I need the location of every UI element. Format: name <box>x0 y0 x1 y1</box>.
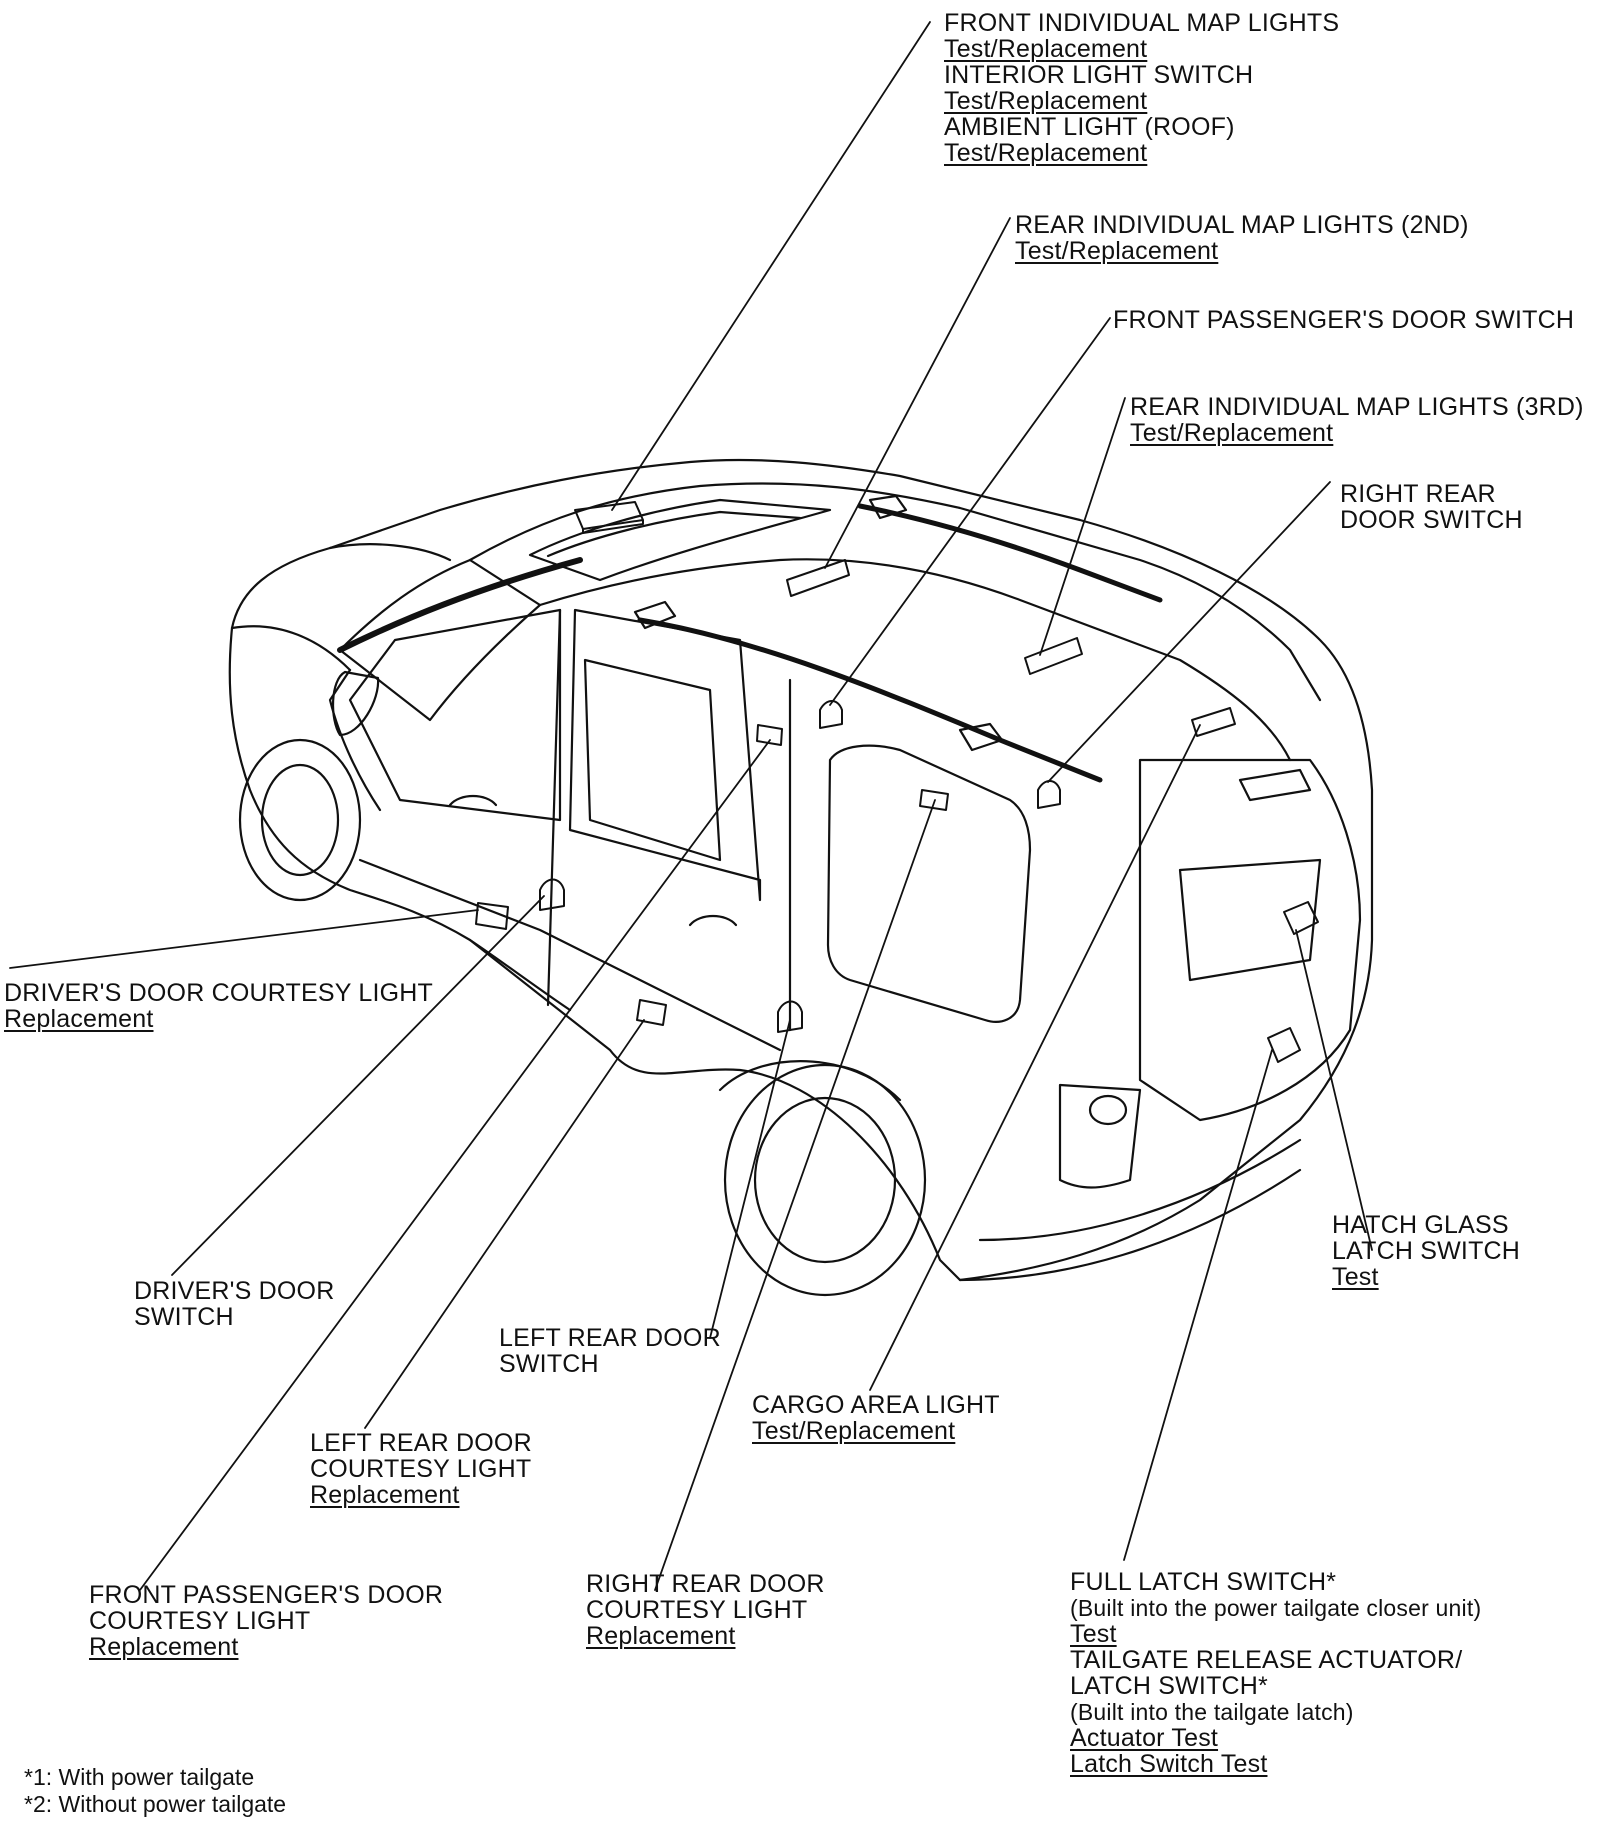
leader-full-latch <box>1123 1049 1273 1561</box>
label-line: FRONT PASSENGER'S DOOR SWITCH <box>1113 306 1575 334</box>
cargo-area-light-unit <box>1191 707 1236 737</box>
leader-right-rear-switch <box>1047 481 1331 783</box>
link-test-replacement[interactable]: Test/Replacement <box>944 139 1148 167</box>
footnote-2: *2: Without power tailgate <box>24 1791 287 1817</box>
leader-lines <box>9 21 1373 1591</box>
leader-rear-map-3rd <box>1039 397 1126 656</box>
label-line: FULL LATCH SWITCH* <box>1070 1568 1337 1596</box>
left-rear-door-switch <box>777 1000 803 1033</box>
components <box>475 501 1319 1063</box>
label-line: LATCH SWITCH <box>1332 1237 1521 1265</box>
link-replacement[interactable]: Replacement <box>89 1633 239 1661</box>
label-line: SWITCH <box>499 1350 599 1378</box>
label-line: LEFT REAR DOOR <box>310 1429 532 1457</box>
label-front-pass-door-switch: FRONT PASSENGER'S DOOR SWITCH <box>1113 307 1574 333</box>
label-line: DRIVER'S DOOR COURTESY LIGHT <box>4 979 433 1007</box>
label-rear-map-lights-3rd: REAR INDIVIDUAL MAP LIGHTS (3RD)Test/Rep… <box>1130 394 1584 446</box>
footnotes: *1: With power tailgate *2: Without powe… <box>24 1764 286 1818</box>
label-line: SWITCH <box>134 1303 234 1331</box>
leader-front-pass-courtesy <box>139 739 771 1591</box>
label-line: AMBIENT LIGHT (ROOF) <box>944 113 1235 141</box>
link-replacement[interactable]: Replacement <box>310 1481 460 1509</box>
label-line: HATCH GLASS <box>1332 1211 1509 1239</box>
leader-driver-switch <box>171 895 545 1276</box>
rear-map-light-3rd-unit <box>1024 637 1083 675</box>
driver-door-switch <box>539 878 565 911</box>
front-pass-door-switch <box>819 700 843 729</box>
link-test-replacement[interactable]: Test/Replacement <box>1130 419 1334 447</box>
right-rear-door-switch <box>1037 780 1061 809</box>
footnote-1: *1: With power tailgate <box>24 1764 255 1790</box>
leader-driver-courtesy <box>9 909 479 969</box>
vehicle-body <box>228 458 1374 1297</box>
right-rear-courtesy-light-unit <box>919 789 949 811</box>
label-line: COURTESY LIGHT <box>89 1607 311 1635</box>
label-line: COURTESY LIGHT <box>586 1596 808 1624</box>
label-line: CARGO AREA LIGHT <box>752 1391 1000 1419</box>
driver-courtesy-light-unit <box>475 902 509 930</box>
left-rear-courtesy-light-unit <box>636 999 667 1026</box>
leader-left-rear-courtesy <box>364 1019 645 1429</box>
label-line: FRONT PASSENGER'S DOOR <box>89 1581 444 1609</box>
link-test-replacement[interactable]: Test/Replacement <box>1015 237 1219 265</box>
leader-cargo-light <box>869 724 1201 1391</box>
label-line: COURTESY LIGHT <box>310 1455 532 1483</box>
front-pass-courtesy-light-unit <box>756 724 783 746</box>
link-latch-switch-test[interactable]: Latch Switch Test <box>1070 1750 1268 1778</box>
label-line: LEFT REAR DOOR <box>499 1324 721 1352</box>
label-line: REAR INDIVIDUAL MAP LIGHTS (2ND) <box>1015 211 1469 239</box>
label-rear-map-lights-2nd: REAR INDIVIDUAL MAP LIGHTS (2ND)Test/Rep… <box>1015 212 1469 264</box>
link-test-replacement[interactable]: Test/Replacement <box>944 35 1148 63</box>
rear-map-light-2nd-unit <box>786 559 850 597</box>
label-line: (Built into the power tailgate closer un… <box>1070 1595 1482 1621</box>
link-test[interactable]: Test <box>1070 1620 1117 1648</box>
label-line: LATCH SWITCH* <box>1070 1672 1268 1700</box>
label-line: INTERIOR LIGHT SWITCH <box>944 61 1254 89</box>
label-line: RIGHT REAR DOOR <box>586 1570 825 1598</box>
link-test-replacement[interactable]: Test/Replacement <box>944 87 1148 115</box>
leader-rear-map-2nd <box>824 217 1011 569</box>
label-line: DOOR SWITCH <box>1340 506 1523 534</box>
leader-hatch-glass <box>1295 929 1373 1251</box>
leader-front-map <box>611 21 931 511</box>
label-line: TAILGATE RELEASE ACTUATOR/ <box>1070 1646 1463 1674</box>
leader-front-pass-switch <box>829 317 1111 706</box>
link-replacement[interactable]: Replacement <box>586 1622 736 1650</box>
link-actuator-test[interactable]: Actuator Test <box>1070 1724 1219 1752</box>
label-line: (Built into the tailgate latch) <box>1070 1699 1354 1725</box>
hatch-glass-latch-switch <box>1283 901 1319 935</box>
label-line: DRIVER'S DOOR <box>134 1277 335 1305</box>
label-full-latch-switch: FULL LATCH SWITCH*(Built into the power … <box>1070 1569 1481 1777</box>
link-test[interactable]: Test <box>1332 1263 1379 1291</box>
label-line: FRONT INDIVIDUAL MAP LIGHTS <box>944 9 1340 37</box>
link-replacement[interactable]: Replacement <box>4 1005 154 1033</box>
label-line: RIGHT REAR <box>1340 480 1496 508</box>
full-latch-switch-unit <box>1267 1027 1301 1063</box>
leader-left-rear-switch <box>709 1019 791 1339</box>
link-test-replacement[interactable]: Test/Replacement <box>752 1417 956 1445</box>
leader-right-rear-courtesy <box>654 799 936 1591</box>
label-line: REAR INDIVIDUAL MAP LIGHTS (3RD) <box>1130 393 1584 421</box>
